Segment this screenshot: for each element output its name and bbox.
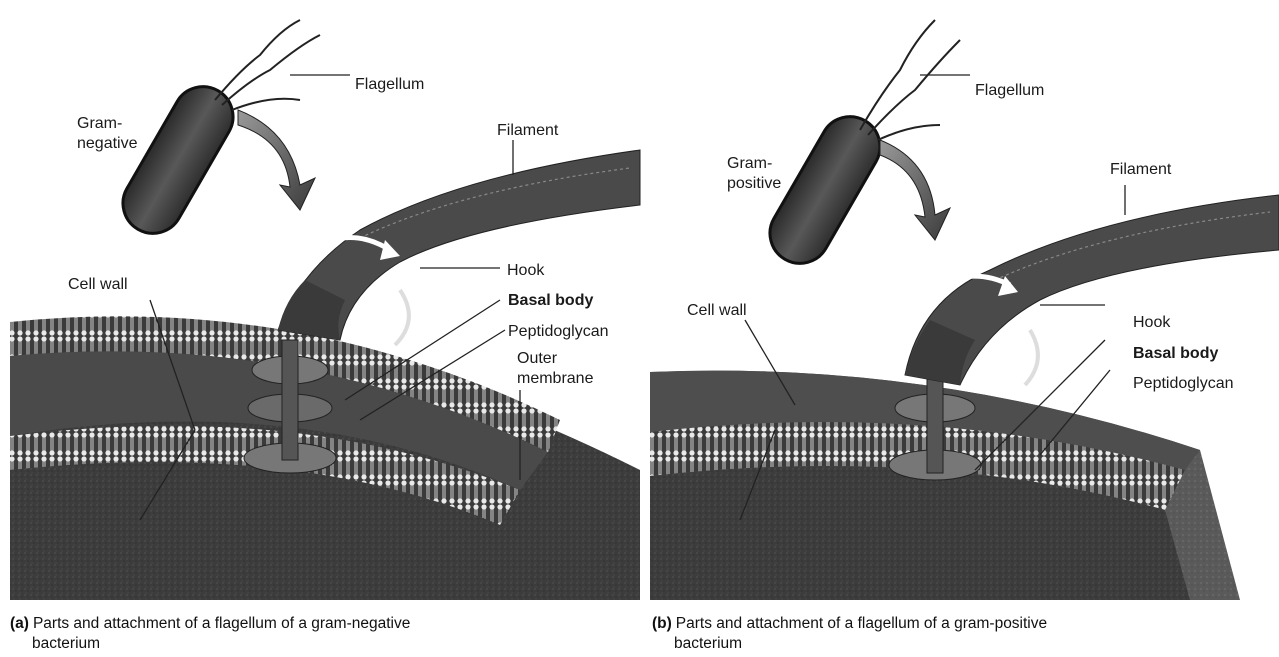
cell-type-label-b-line2: positive bbox=[727, 175, 781, 193]
cell-type-label-b-line1: Gram- bbox=[727, 155, 772, 173]
caption-b-line1: Parts and attachment of a flagellum of a… bbox=[676, 615, 1047, 632]
bacterium-a bbox=[112, 20, 320, 244]
caption-a: (a)Parts and attachment of a flagellum o… bbox=[10, 614, 610, 654]
zoom-arrow-a bbox=[238, 110, 315, 210]
zoom-arrow-b bbox=[880, 140, 950, 240]
cell-wall-label-b: Cell wall bbox=[687, 302, 747, 320]
caption-b: (b)Parts and attachment of a flagellum o… bbox=[652, 614, 1252, 654]
caption-a-line2: bacterium bbox=[10, 634, 610, 654]
panel-a-illustration bbox=[10, 20, 640, 600]
filament-label-a: Filament bbox=[497, 122, 558, 140]
flagellum-strands-a bbox=[215, 20, 320, 110]
flagellum-label-a: Flagellum bbox=[355, 76, 424, 94]
bacterium-b bbox=[759, 20, 960, 274]
cell-type-label-a-line2: negative bbox=[77, 135, 138, 153]
peptidoglycan-label-a: Peptidoglycan bbox=[508, 323, 609, 341]
caption-b-tag: (b) bbox=[652, 615, 672, 632]
outer-membrane-label-a-line1: Outer bbox=[517, 350, 557, 368]
cell-type-label-a-line1: Gram- bbox=[77, 115, 122, 133]
hook-label-b: Hook bbox=[1133, 314, 1170, 332]
caption-b-line2: bacterium bbox=[652, 634, 1252, 654]
cell-wall-label-a: Cell wall bbox=[68, 276, 128, 294]
flagellum-strands-b bbox=[860, 20, 960, 140]
hook-label-a: Hook bbox=[507, 262, 544, 280]
caption-a-tag: (a) bbox=[10, 615, 29, 632]
filament-label-b: Filament bbox=[1110, 161, 1171, 179]
peptidoglycan-label-b: Peptidoglycan bbox=[1133, 375, 1234, 393]
outer-membrane-label-a-line2: membrane bbox=[517, 370, 593, 388]
basal-body-label-b: Basal body bbox=[1133, 345, 1218, 363]
flagellum-label-b: Flagellum bbox=[975, 82, 1044, 100]
caption-a-line1: Parts and attachment of a flagellum of a… bbox=[33, 615, 410, 632]
basal-body-label-a: Basal body bbox=[508, 292, 593, 310]
